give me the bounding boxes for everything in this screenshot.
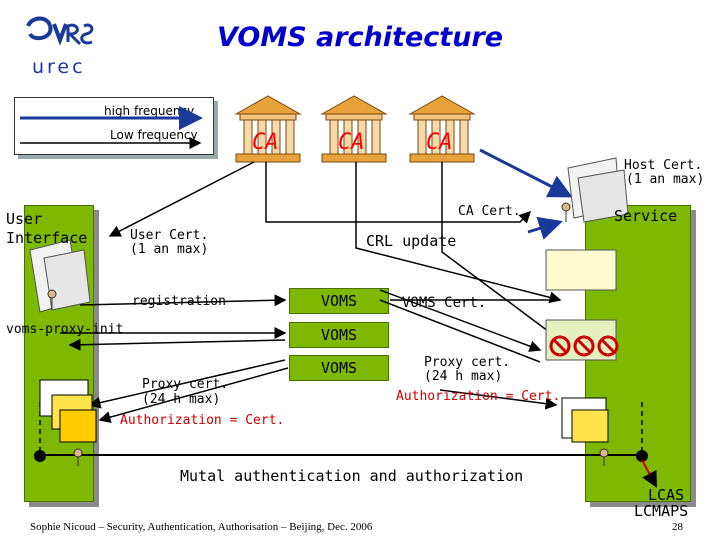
user-documents-icon <box>29 239 91 313</box>
user-interface-label-line2: Interface <box>6 229 88 247</box>
mutual-auth-label: Mutal authentication and authorization <box>180 467 524 485</box>
logo-text: urec <box>32 56 86 78</box>
proxy-cert-right-validity: (24 h max) <box>424 369 503 384</box>
authorization-left-label: Authorization = Cert. <box>120 413 285 428</box>
cnrs-urec-logo: urec <box>20 12 100 82</box>
ca-label-2: CA <box>338 130 365 155</box>
legend-high-label: high frequency <box>104 104 195 118</box>
ca-label-3: CA <box>426 130 453 155</box>
lcas-label: LCAS <box>648 486 685 504</box>
registration-label: registration <box>132 294 226 309</box>
slide-footer: Sophie Nicoud – Security, Authentication… <box>30 521 373 533</box>
ca-label-1: CA <box>252 130 279 155</box>
page-number: 28 <box>672 521 683 533</box>
voms-cert-label: VOMS Cert. <box>402 295 487 311</box>
service-label: Service <box>614 207 678 225</box>
legend-low-label: Low frequency <box>110 128 198 142</box>
person-icon <box>47 202 609 466</box>
crl-update-label: CRL update <box>366 232 457 250</box>
authorization-right-label: Authorization = Cert. <box>396 389 561 404</box>
voms-proxy-init-label: voms-proxy-init <box>6 322 124 337</box>
certificate-icon <box>39 379 97 443</box>
slide-title: VOMS architecture <box>216 22 504 53</box>
host-documents-icon <box>567 157 629 223</box>
host-cert-label: Host Cert. <box>624 158 703 173</box>
user-cert-label: User Cert. <box>130 228 209 243</box>
user-cert-validity: (1 an max) <box>130 242 209 257</box>
proxy-cert-right-label: Proxy cert. <box>424 355 511 370</box>
ca-building-icon <box>234 95 302 163</box>
ca-cert-label: CA Cert. <box>458 204 521 219</box>
ca-building-icon <box>320 95 388 163</box>
voms-box-2: VOMS <box>289 322 389 348</box>
host-cert-validity: (1 an max) <box>626 172 705 187</box>
lcmaps-label: LCMAPS <box>634 502 689 520</box>
user-interface-label-line1: User <box>6 210 43 228</box>
proxy-cert-left-validity: (24 h max) <box>142 392 221 407</box>
voms-box-3: VOMS <box>289 355 389 381</box>
proxy-cert-left-label: Proxy cert. <box>142 377 229 392</box>
certificate-icon <box>561 397 609 443</box>
denied-icon <box>549 335 619 357</box>
voms-box-1: VOMS <box>289 288 389 314</box>
ca-building-icon <box>408 95 476 163</box>
